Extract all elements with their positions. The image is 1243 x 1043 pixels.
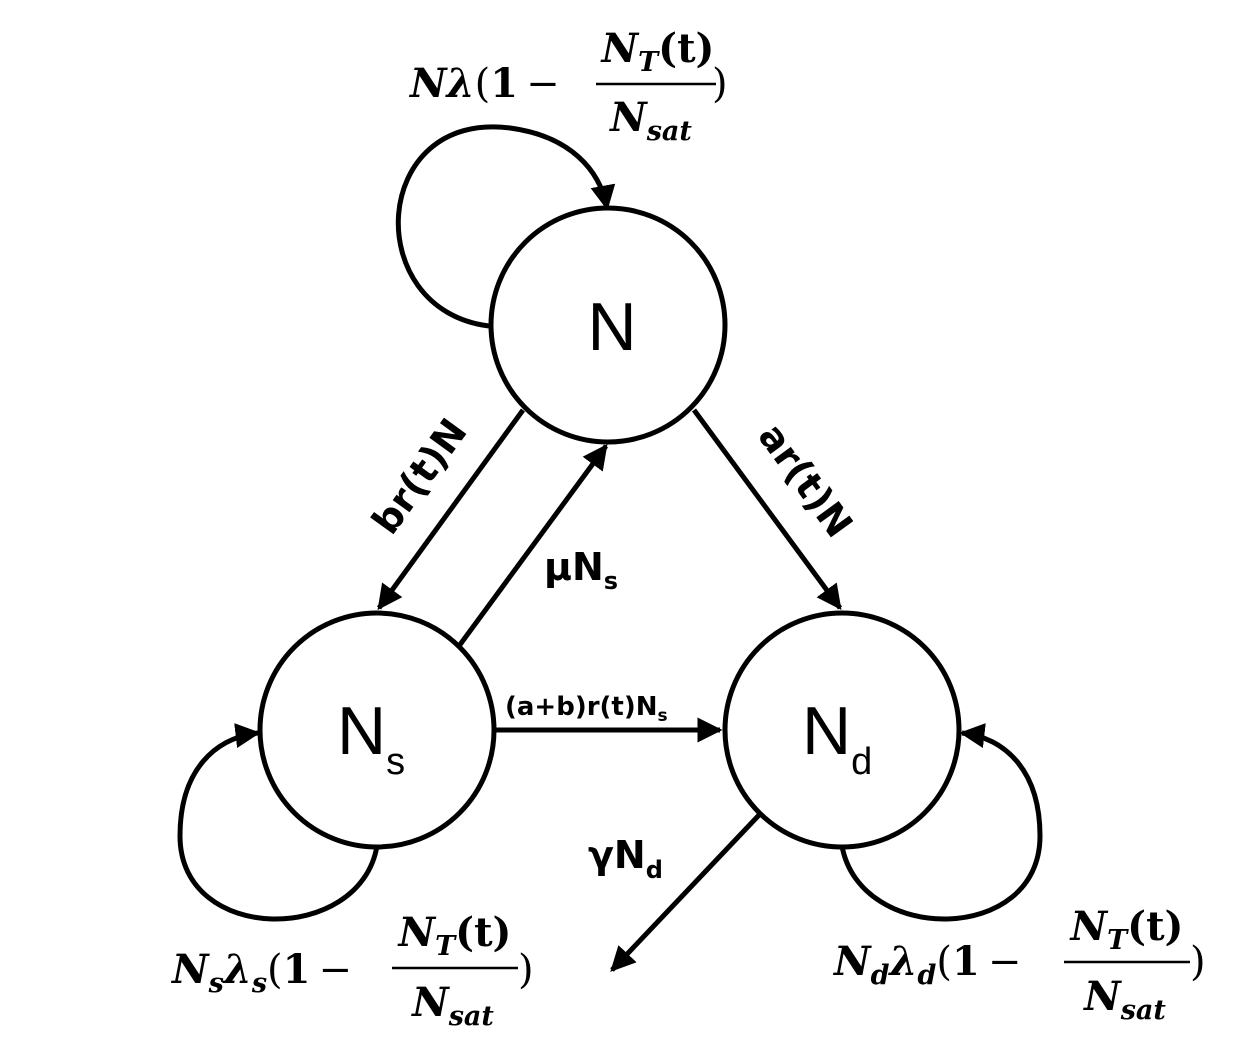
node-nd-sub: d xyxy=(851,741,872,783)
formula-nd-denominator: Nsat xyxy=(1082,973,1166,1026)
formula-n-den: N xyxy=(608,94,648,141)
edge-label-ab: (a+b)r(t)Ns xyxy=(505,692,668,726)
formula-nd-open: ( xyxy=(936,939,952,985)
edge-label-gamma: γNd xyxy=(588,833,663,884)
node-nd: Nd xyxy=(722,610,962,850)
node-nd-text: Nd xyxy=(802,693,872,783)
node-n-circle xyxy=(488,205,728,445)
formula-ns-open: ( xyxy=(267,947,283,993)
edge-ns-to-n xyxy=(456,443,609,648)
formula-ns-denominator: Nsat xyxy=(410,979,494,1032)
formula-n-den-sub: sat xyxy=(646,116,693,147)
formula-nd-minus: − xyxy=(988,939,1022,985)
formula-nd-numerator: NT(t) xyxy=(1069,903,1184,956)
formula-ns-num-sub: T xyxy=(435,931,457,962)
formula-n-num-sub: T xyxy=(638,47,660,78)
edge-label-mu-sub: s xyxy=(604,567,618,595)
edge-label-ab-sub: s xyxy=(657,706,667,726)
formula-self-loop-ns: Nsλs(1− NT(t) Nsat ) xyxy=(170,909,534,1032)
edge-label-mu: μNs xyxy=(544,545,618,595)
formula-n-lhs: Nλ(1− xyxy=(408,60,560,107)
formula-nd-one: 1 xyxy=(952,938,980,985)
formula-ns-close: ) xyxy=(518,947,534,993)
formula-nd-num-arg: (t) xyxy=(1127,903,1183,950)
formula-n-num-arg: (t) xyxy=(658,25,714,72)
formula-n-rate: λ xyxy=(445,60,475,107)
formula-nd-num: N xyxy=(1069,903,1109,950)
self-loop-n xyxy=(395,124,616,329)
formula-ns-num-arg: (t) xyxy=(455,909,511,956)
formula-nd-lhs: Ndλd(1− xyxy=(832,938,1021,991)
formula-ns-base: N xyxy=(170,946,210,993)
node-n: N xyxy=(488,205,728,445)
node-n-label: N xyxy=(587,289,636,365)
edge-label-gamma-main: γN xyxy=(588,833,646,877)
formula-ns-minus: − xyxy=(318,947,352,993)
formula-self-loop-nd: Ndλd(1− NT(t) Nsat ) xyxy=(832,903,1206,1026)
formula-ns-base-sub: s xyxy=(208,968,224,999)
formula-n-open: ( xyxy=(475,61,491,107)
formula-n-denominator: Nsat xyxy=(608,94,692,147)
formula-n-close: ) xyxy=(712,61,728,107)
formula-n-num: N xyxy=(600,25,640,72)
edge-nd-out xyxy=(610,812,762,972)
edge-label-gamma-sub: d xyxy=(646,856,663,884)
formula-n-numerator: NT(t) xyxy=(600,25,715,78)
formula-nd-den-sub: sat xyxy=(1120,995,1167,1026)
node-nd-label: N xyxy=(802,693,851,769)
edge-label-br: br(t)N xyxy=(363,411,475,543)
formula-self-loop-n: Nλ(1− NT(t) Nsat ) xyxy=(408,25,728,147)
node-ns-label: N xyxy=(337,693,386,769)
formula-ns-lhs: Nsλs(1− xyxy=(170,946,352,999)
formula-ns-one: 1 xyxy=(283,946,311,993)
edge-n-to-nd xyxy=(691,408,843,611)
node-ns-circle xyxy=(257,610,497,850)
formula-n-minus: − xyxy=(526,61,560,107)
formula-ns-rate-sub: s xyxy=(251,968,267,999)
self-loop-ns xyxy=(177,723,380,922)
formula-nd-rate: λ xyxy=(887,938,917,985)
node-ns-text: Ns xyxy=(337,693,405,783)
edge-label-ar: ar(t)N xyxy=(750,415,861,545)
formula-nd-den: N xyxy=(1082,973,1122,1020)
formula-ns-num: N xyxy=(397,909,437,956)
edge-label-mu-main: μN xyxy=(544,545,604,589)
formula-nd-rate-sub: d xyxy=(918,960,937,991)
formula-ns-numerator: NT(t) xyxy=(397,909,512,962)
formula-ns-den: N xyxy=(410,979,450,1026)
formula-nd-base: N xyxy=(832,938,872,985)
edge-n-to-ns xyxy=(376,408,526,611)
formula-nd-close: ) xyxy=(1190,939,1206,985)
edge-label-ab-main: (a+b)r(t)N xyxy=(505,692,657,722)
self-loop-nd xyxy=(839,723,1043,922)
formula-n-one: 1 xyxy=(490,60,518,107)
node-ns: Ns xyxy=(257,610,497,850)
formula-ns-rate: λ xyxy=(222,946,252,993)
node-nd-circle xyxy=(722,610,962,850)
formula-nd-num-sub: T xyxy=(1107,925,1129,956)
formula-nd-base-sub: d xyxy=(871,960,890,991)
formula-ns-den-sub: sat xyxy=(448,1001,495,1032)
node-ns-sub: s xyxy=(386,741,405,783)
formula-n-base: N xyxy=(408,60,448,107)
